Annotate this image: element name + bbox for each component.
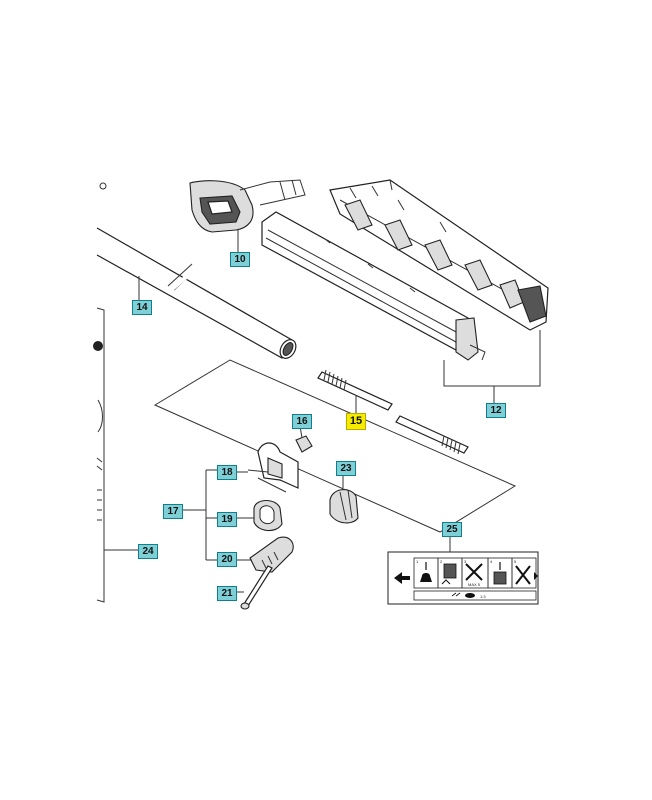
cap-icon [420, 562, 432, 582]
callout-18[interactable]: 18 [217, 465, 237, 480]
part-12-shaft-housing[interactable] [261, 179, 549, 361]
part-10-handle-housing[interactable] [189, 179, 306, 233]
part-24-decal-strip[interactable] [93, 307, 105, 603]
decal-max-label: MAX 5 [468, 582, 481, 587]
callout-16[interactable]: 16 [292, 414, 312, 429]
callout-25[interactable]: 25 [442, 522, 462, 537]
callout-24[interactable]: 24 [138, 544, 158, 559]
part-14-tube[interactable] [96, 227, 299, 361]
callout-17[interactable]: 17 [163, 504, 183, 519]
decal-ratio-label: 1:3 [480, 594, 486, 599]
rotation-symbol-icon [99, 182, 107, 190]
cross-out-icon [515, 565, 531, 585]
fuel-mix-icon: 1:3 [451, 592, 486, 599]
leader-12 [443, 330, 541, 387]
part-21-screw[interactable] [240, 565, 273, 610]
callout-12[interactable]: 12 [486, 403, 506, 418]
arrow-left-icon [394, 572, 410, 584]
part-16-nut[interactable] [295, 425, 313, 453]
decal-step-number: 5 [514, 559, 517, 564]
callout-10[interactable]: 10 [230, 252, 250, 267]
filter-down-icon [493, 562, 507, 585]
filter-icon [441, 563, 457, 585]
no-tool-icon: MAX 5 [465, 563, 483, 587]
part-23-knob[interactable] [329, 473, 359, 524]
part-18-clamp[interactable] [247, 442, 299, 493]
decal-step-number: 4 [490, 559, 493, 564]
callout-20[interactable]: 20 [217, 552, 237, 567]
decal-step-number: 2 [440, 559, 443, 564]
callout-21[interactable]: 21 [217, 586, 237, 601]
part-19-ring[interactable] [253, 499, 283, 532]
callout-19[interactable]: 19 [217, 512, 237, 527]
part-20-lower-clamp[interactable] [249, 536, 294, 573]
callout-14[interactable]: 14 [132, 300, 152, 315]
decal-step-number: 1 [416, 559, 419, 564]
part-25-instruction-decal[interactable]: MAX 5 1:3 [387, 551, 539, 605]
decal-step-number: 3 [464, 559, 467, 564]
callout-23[interactable]: 23 [336, 461, 356, 476]
callout-15[interactable]: 15 [346, 413, 366, 430]
